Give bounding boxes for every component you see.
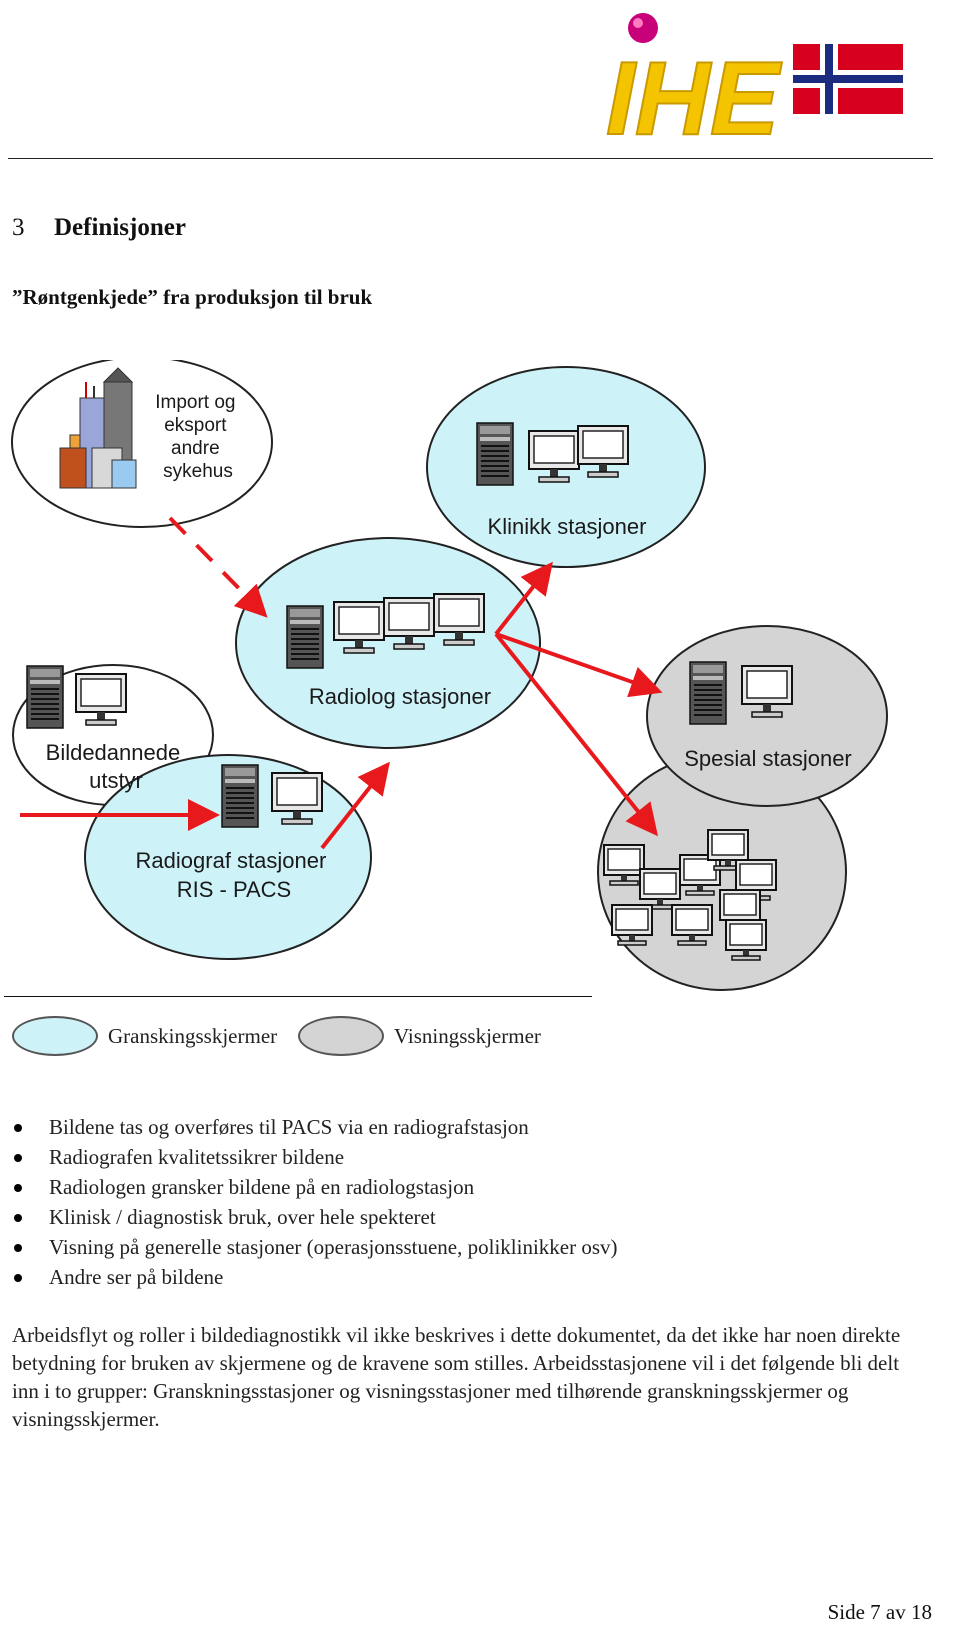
bullet-list: Bildene tas og overføres til PACS via en… (12, 1112, 618, 1292)
city-buildings-icon (59, 367, 137, 489)
legend-review-item: Granskingsskjermer (12, 1015, 277, 1057)
header-rule (8, 158, 933, 159)
import-label-line: sykehus (163, 461, 233, 482)
svg-text:Radiograf stasjoner RIS -: Radiograf stasjoner RIS - PACS (136, 848, 333, 902)
body-paragraph: Arbeidsflyt og roller i bildediagnostikk… (12, 1323, 901, 1431)
subheading: ”Røntgenkjede” fra produksjon til bruk (12, 285, 373, 309)
computer-tower-icon (476, 422, 514, 486)
list-item: Visning på generelle stasjoner (operasjo… (12, 1232, 618, 1262)
import-label-line: Import og (155, 392, 235, 413)
computer-tower-icon (286, 605, 324, 669)
clinic-stations-label: Klinikk stasjoner (488, 514, 647, 539)
imaging-equipment-label-line: Bildedannede (46, 740, 181, 765)
radiologist-stations-node (235, 537, 541, 749)
section-heading: 3 Definisjoner (12, 214, 186, 242)
list-item: Klinisk / diagnostisk bruk, over hele sp… (12, 1202, 618, 1232)
computer-tower-icon (221, 764, 259, 828)
special-stations-label: Spesial stasjoner (684, 746, 852, 771)
imaging-equipment-label-line: utstyr (89, 768, 143, 793)
list-item: Bildene tas og overføres til PACS via en… (12, 1112, 618, 1142)
radiographer-label-line: Radiograf stasjoner (136, 848, 327, 873)
norway-flag-icon (793, 44, 903, 114)
logo-text: IHE (606, 41, 782, 146)
display-swatch (298, 1016, 384, 1056)
svg-text:Bildedannede utstyr: Bildedannede utstyr (46, 740, 187, 793)
legend-display-label: Visningsskjermer (394, 1023, 541, 1048)
list-item: Radiografen kvalitetssikrer bildene (12, 1142, 618, 1172)
section-title: Definisjoner (54, 214, 186, 241)
review-swatch (12, 1016, 98, 1056)
svg-text:Import og eksport andr: Import og eksport andre sykehus (155, 392, 241, 482)
import-label-line: andre (171, 438, 220, 459)
radiographer-label-line: RIS - PACS (177, 877, 292, 902)
computer-tower-icon (26, 665, 64, 729)
logo-orb-icon (628, 13, 658, 43)
legend-rule (4, 996, 592, 997)
flow-arrows (20, 516, 663, 850)
section-number: 3 (12, 214, 25, 241)
import-label-line: eksport (164, 415, 227, 436)
import-export-node (11, 360, 273, 528)
computer-tower-icon (689, 661, 727, 725)
legend-review-label: Granskingsskjermer (108, 1023, 278, 1048)
xray-chain-diagram: Import og eksport andre sykehus Klinikk … (11, 360, 888, 991)
list-item: Andre ser på bildene (12, 1262, 618, 1292)
radiologist-stations-label: Radiolog stasjoner (309, 684, 491, 709)
list-item: Radiologen gransker bildene på en radiol… (12, 1172, 618, 1202)
legend-display-item: Visningsskjermer (298, 1015, 541, 1057)
page-number: Side 7 av 18 (827, 1600, 932, 1624)
ihe-logo: IHE (605, 13, 903, 146)
